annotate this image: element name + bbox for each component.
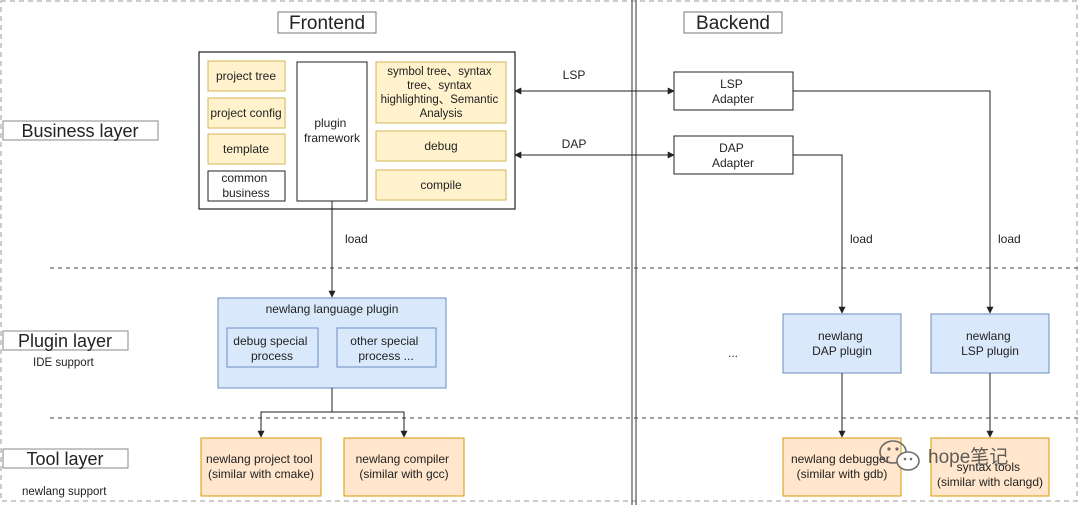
dap-adapter-label: DAP Adapter	[712, 141, 754, 170]
backend-title-box	[683, 11, 783, 34]
load-label-lsp: load	[998, 232, 1021, 246]
common-business-label: common business	[221, 171, 270, 200]
symbol-tree-label: symbol tree、syntax tree、syntax highlight…	[381, 66, 502, 120]
compiler-box	[343, 437, 465, 497]
project-tree-label: project tree	[216, 69, 276, 83]
project-tree-box	[207, 60, 286, 92]
plugin-layer-label-box	[2, 330, 129, 351]
business-layer-label-box	[2, 120, 159, 141]
symbol-tree-box	[375, 61, 507, 124]
lsp-plugin-box	[930, 313, 1050, 374]
project-config-label: project config	[210, 106, 281, 120]
syntax-tools-label: syntax tools (similar with clangd)	[937, 460, 1043, 489]
debug-process-box	[226, 327, 319, 368]
lsp-protocol-label: LSP	[563, 68, 586, 82]
load-arrow-dap	[793, 154, 846, 314]
language-plugin-title: newlang language plugin	[266, 302, 399, 316]
common-business-box	[207, 170, 286, 202]
project-config-box	[207, 97, 286, 129]
dap-plugin-box	[782, 313, 902, 374]
frontend-title-box	[277, 11, 377, 34]
project-tool-label: newlang project tool (similar with cmake…	[206, 452, 316, 481]
other-process-label: other special process ...	[350, 334, 421, 363]
tool-layer-label: Tool layer	[26, 449, 103, 469]
compile-box	[375, 169, 507, 201]
template-box	[207, 133, 286, 165]
template-label: template	[223, 142, 269, 156]
dap-plugin-label: newlang DAP plugin	[812, 329, 872, 358]
lsp-plugin-label: newlang LSP plugin	[961, 329, 1019, 358]
plugin-layer-note: IDE support	[33, 357, 95, 369]
load-label-dap: load	[850, 232, 873, 246]
other-process-box	[336, 327, 437, 368]
tool-layer-note: newlang support	[22, 486, 107, 498]
wechat-icon	[879, 440, 920, 471]
split-connector	[257, 388, 333, 438]
ellipsis-label: ...	[728, 346, 738, 360]
tool-layer-label-box	[2, 448, 129, 469]
frontend-title: Frontend	[289, 13, 365, 34]
debugger-label: newlang debugger (similar with gdb)	[791, 452, 893, 481]
plugin-layer-label: Plugin layer	[18, 331, 112, 351]
dap-protocol-label: DAP	[562, 137, 587, 151]
lsp-adapter-label: LSP Adapter	[712, 77, 754, 106]
watermark: hope笔记	[879, 440, 1008, 471]
watermark-text: hope笔记	[928, 446, 1008, 468]
debug-label: debug	[424, 139, 457, 153]
load-label-frontend: load	[345, 232, 368, 246]
syntax-tools-box	[930, 437, 1050, 497]
lsp-adapter-box	[673, 71, 794, 111]
compile-label: compile	[420, 178, 462, 192]
business-layer-label: Business layer	[21, 121, 138, 141]
compiler-label: newlang compiler (similar with gcc)	[356, 452, 453, 481]
split-connector-2	[332, 411, 408, 438]
dap-adapter-box	[673, 135, 794, 175]
debug-process-label: debug special process	[233, 334, 310, 363]
debug-box	[375, 130, 507, 162]
backend-title: Backend	[696, 13, 770, 34]
project-tool-box	[200, 437, 322, 497]
load-arrow-lsp	[793, 90, 994, 314]
plugin-framework-label: plugin framework	[304, 116, 361, 145]
